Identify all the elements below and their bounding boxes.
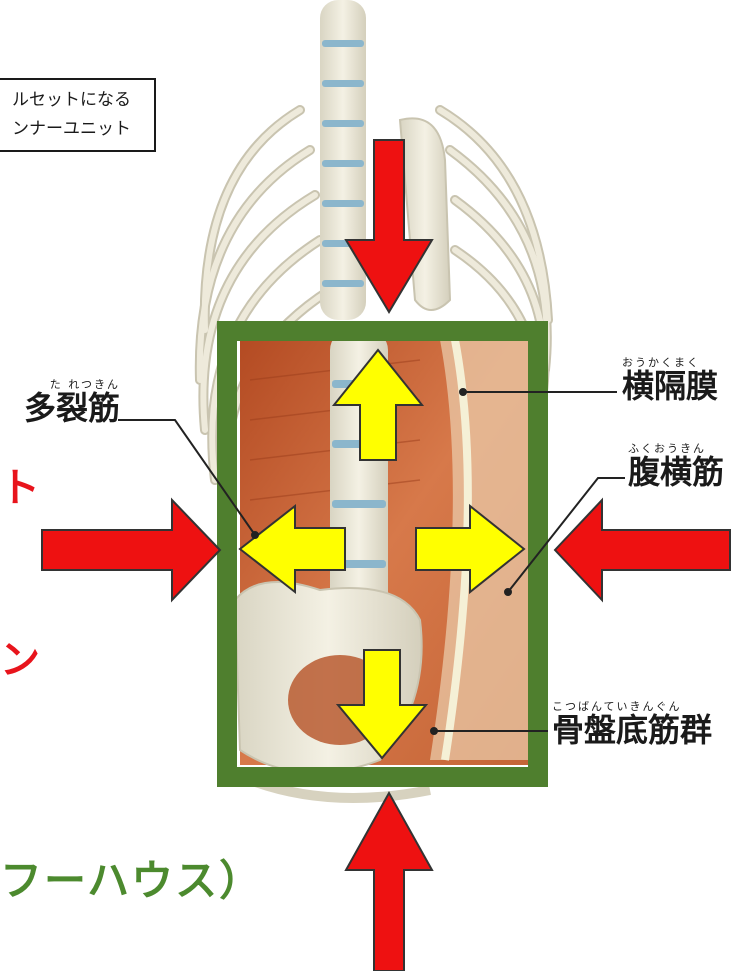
red-arrow-right [555,500,730,600]
diaphragm-label: おうかくまく 横隔膜 [622,356,718,403]
transversus-text: 腹横筋 [628,455,724,489]
red-arrow-left [42,500,220,600]
inner-unit-box-line1: ルセットになる [12,86,154,115]
inner-unit-box: ルセットになる ンナーユニット [0,78,156,152]
pelvic-floor-text: 骨盤底筋群 [552,713,712,747]
red-fragment-a: ト [0,466,40,510]
red-arrow-bottom [346,793,432,971]
red-fragment-b: ン [0,638,40,682]
multifidus-text: 多裂筋 [0,391,120,425]
diaphragm-text: 横隔膜 [622,369,718,403]
pelvic-floor-label: こつばんていきんぐん 骨盤底筋群 [552,700,712,747]
green-caption: フーハウス） [0,858,263,904]
inner-unit-box-line2: ンナーユニット [12,115,154,144]
multifidus-label: た れつきん 多裂筋 [0,378,120,425]
transversus-label: ふくおうきん 腹横筋 [628,442,724,489]
